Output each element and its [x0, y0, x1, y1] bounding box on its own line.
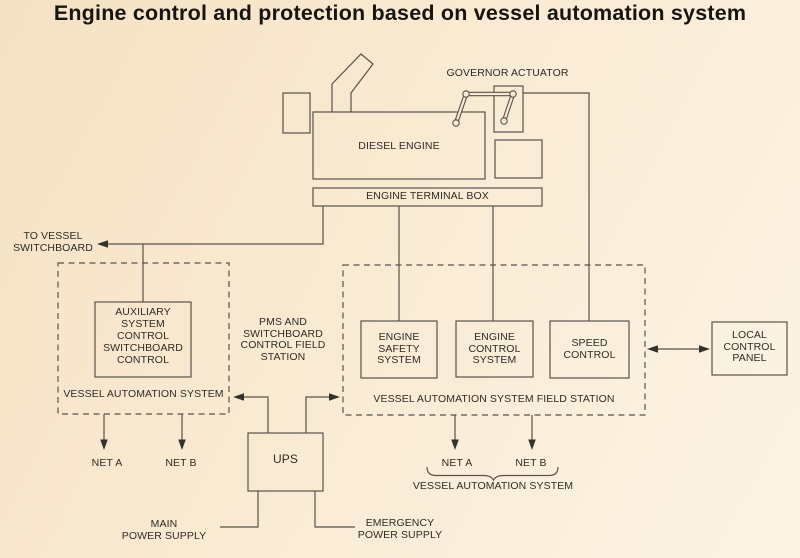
- governor-actuator-label: GOVERNOR ACTUATOR: [446, 67, 569, 79]
- engine-side-box: [494, 139, 543, 179]
- exhaust-chimney-shape: [331, 53, 374, 112]
- ups-label: UPS: [273, 452, 298, 466]
- diesel-engine-label: DIESEL ENGINE: [358, 140, 440, 152]
- left-net-a-arrow: [100, 414, 108, 450]
- ups-box: [247, 432, 324, 492]
- emergency-power-supply-label: EMERGENCY POWER SUPPLY: [357, 517, 443, 541]
- main-power-line: [220, 491, 259, 528]
- left-net-b-arrow: [178, 414, 186, 450]
- terminal-to-switchboard-line: [106, 206, 324, 245]
- right-net-b-label: NET B: [515, 457, 547, 469]
- speed-control-label: SPEED CONTROL: [563, 337, 616, 361]
- governor-linkage: [452, 90, 517, 127]
- local-control-panel-box: [711, 321, 788, 376]
- diesel-engine-box: [312, 111, 486, 180]
- emergency-power-line: [314, 491, 355, 528]
- auxiliary-control-label: AUXILIARY SYSTEM CONTROL SWITCHBOARD CON…: [103, 306, 183, 366]
- engine-safety-system-label: ENGINE SAFETY SYSTEM: [377, 331, 421, 366]
- right-net-a-label: NET A: [441, 457, 473, 469]
- ups-to-left-box-line: [233, 393, 269, 433]
- right-net-b-arrow: [528, 415, 536, 450]
- switchboard-arrowhead: [97, 240, 108, 248]
- ups-to-right-box-line: [305, 393, 340, 433]
- local-panel-double-arrow: [647, 345, 710, 353]
- governor-to-speed-control-line: [523, 92, 590, 321]
- field-station-label: VESSEL AUTOMATION SYSTEM FIELD STATION: [373, 393, 615, 405]
- diagram-title: Engine control and protection based on v…: [53, 1, 747, 25]
- right-net-a-arrow: [451, 415, 459, 450]
- vessel-automation-system-bottom-label: VESSEL AUTOMATION SYSTEM: [412, 480, 574, 492]
- local-control-panel-label: LOCAL CONTROL PANEL: [723, 329, 776, 364]
- to-vessel-switchboard-label: TO VESSEL SWITCHBOARD: [13, 230, 93, 254]
- net-group-brace: [426, 466, 559, 482]
- main-power-supply-label: MAIN POWER SUPPLY: [121, 518, 207, 542]
- left-net-b-label: NET B: [165, 457, 197, 469]
- engine-control-system-label: ENGINE CONTROL SYSTEM: [468, 331, 521, 366]
- engine-control-system-box: [455, 320, 534, 378]
- field-station-dashed-box: [342, 264, 646, 416]
- governor-actuator-box: [493, 85, 524, 133]
- engine-terminal-box-shape: [312, 187, 543, 207]
- turbocharger-box: [282, 92, 311, 134]
- pms-station-label: PMS AND SWITCHBOARD CONTROL FIELD STATIO…: [240, 316, 326, 363]
- engine-terminal-box-label: ENGINE TERMINAL BOX: [366, 190, 489, 202]
- vessel-automation-system-label: VESSEL AUTOMATION SYSTEM: [63, 388, 224, 400]
- left-net-a-label: NET A: [91, 457, 123, 469]
